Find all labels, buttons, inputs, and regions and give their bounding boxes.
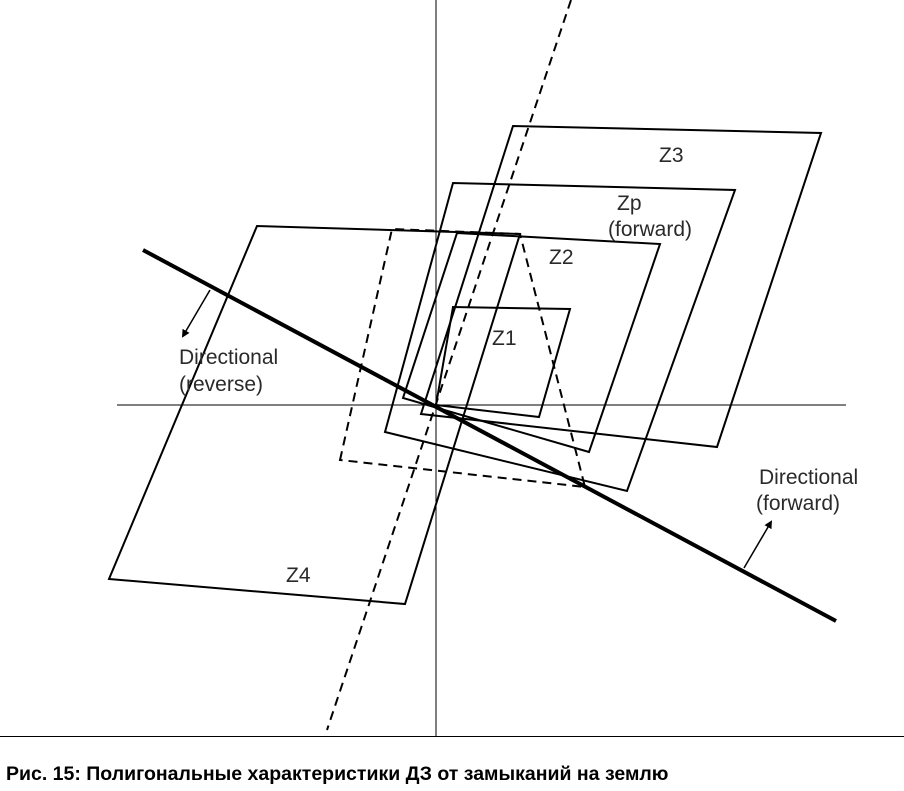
- polygonal-characteristics-diagram: Z3 Zp (forward) Z2 Z1 Z4 Directional (re…: [107, 0, 858, 736]
- zone-z4-label: Z4: [286, 564, 311, 587]
- zone-zp-label: Zp: [617, 192, 642, 215]
- figure-caption: Рис. 15: Полигональные характеристики ДЗ…: [6, 763, 669, 785]
- directional-forward-arrow: [743, 520, 773, 569]
- directional-reverse-sublabel: (reverse): [179, 373, 263, 396]
- directional-reverse-label: Directional: [179, 346, 278, 369]
- zone-z1-polygon: [434, 305, 572, 419]
- caption-separator: [0, 736, 904, 737]
- directional-line: [142, 248, 837, 623]
- directional-forward-sublabel: (forward): [756, 492, 840, 515]
- zone-z2-polygon: [401, 231, 662, 454]
- dashed-reverse-polygon: [338, 227, 587, 489]
- zone-z3-label: Z3: [659, 144, 684, 167]
- directional-reverse-arrow: [181, 289, 211, 338]
- directional-forward-label: Directional: [759, 466, 858, 489]
- dashed-boundary-line: [326, 0, 572, 731]
- zone-zp-sublabel: (forward): [608, 218, 692, 241]
- zone-zp-polygon: [383, 181, 737, 493]
- zone-z3-polygon: [419, 124, 823, 449]
- zone-z2-label: Z2: [549, 246, 574, 269]
- zone-z1-label: Z1: [492, 327, 517, 350]
